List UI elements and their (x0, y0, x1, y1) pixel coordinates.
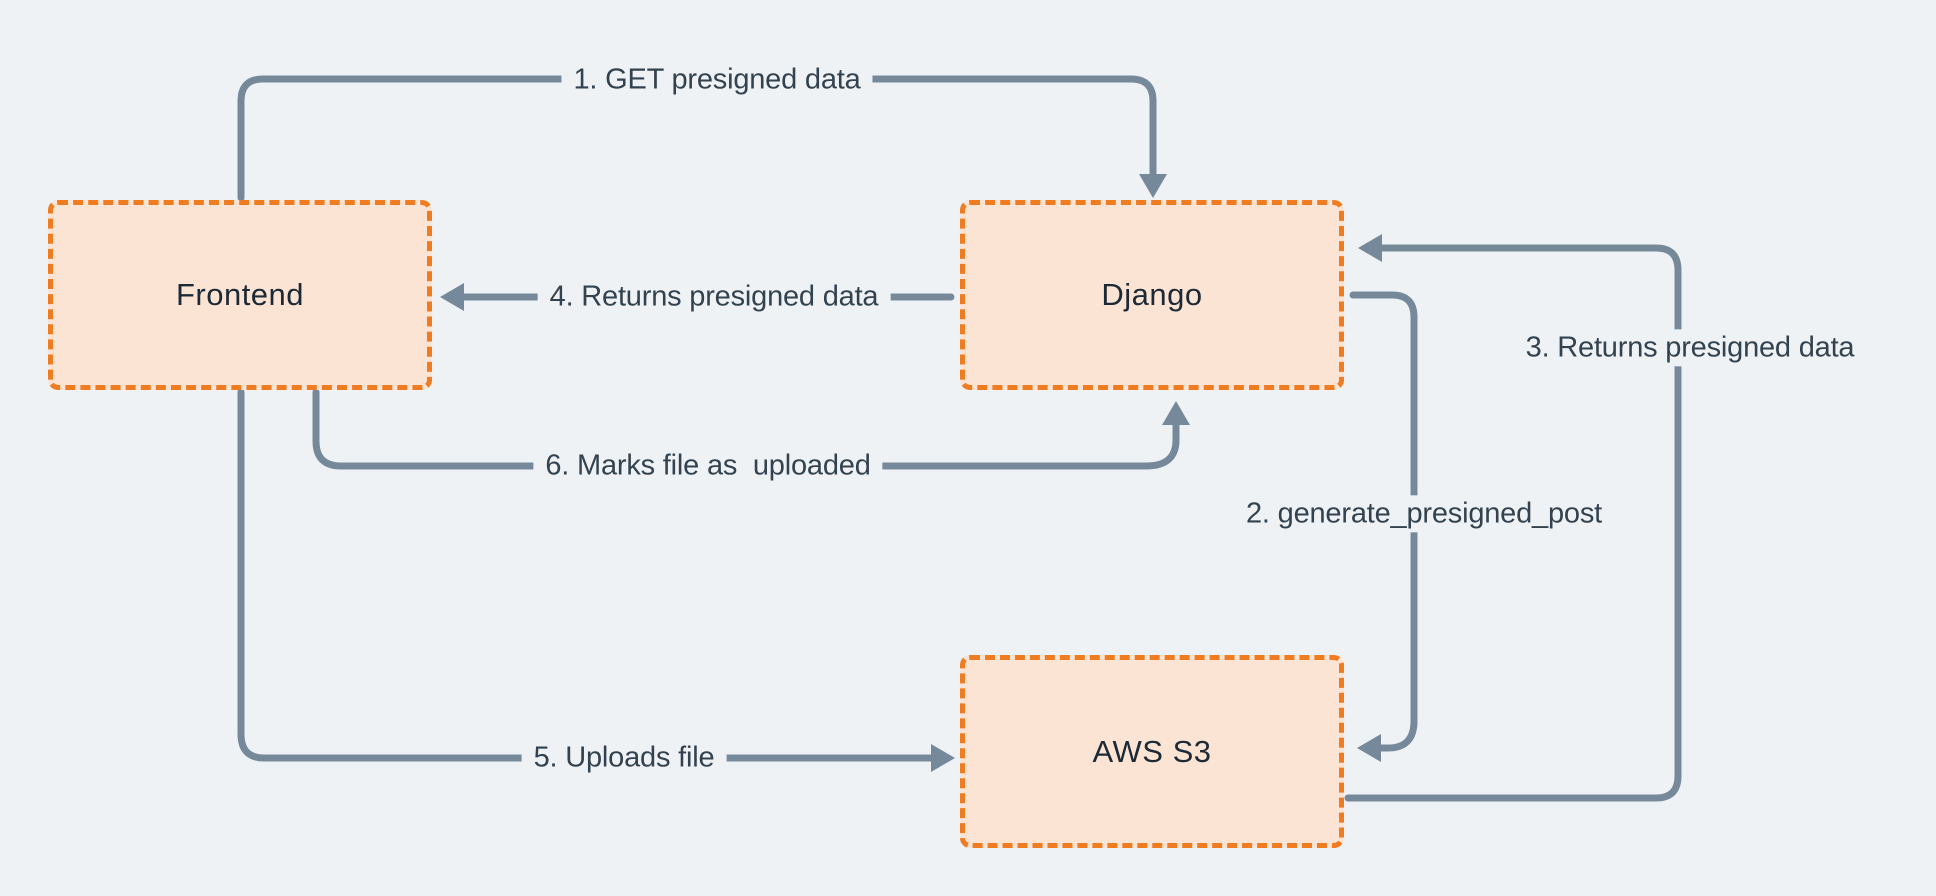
arrow-5-uploads-file (237, 388, 937, 762)
edge-label-1-get-presigned-data: 1. GET presigned data (561, 61, 873, 99)
arrow-3-returns-presigned-data (1344, 244, 1682, 802)
node-aws-s3-label: AWS S3 (1092, 733, 1212, 769)
node-django: Django (960, 200, 1344, 390)
arrowhead-4-left-icon (440, 283, 464, 311)
edge-label-5-uploads-file: 5. Uploads file (521, 739, 727, 777)
arrowhead-1-down-icon (1139, 174, 1167, 198)
edge-label-3-returns-presigned-data: 3. Returns presigned data (1513, 329, 1867, 367)
edge-label-6-marks-file-uploaded: 6. Marks file as uploaded (533, 447, 883, 485)
node-frontend-label: Frontend (175, 277, 305, 312)
arrowhead-6-up-icon (1162, 401, 1190, 425)
node-django-label: Django (1101, 277, 1203, 312)
node-aws-s3: AWS S3 (960, 655, 1344, 848)
arrowhead-3-left-icon (1358, 234, 1382, 262)
edge-label-4-returns-presigned-data: 4. Returns presigned data (537, 278, 891, 316)
arrowhead-5-right-icon (931, 744, 955, 772)
arrowhead-2-left-icon (1357, 734, 1381, 762)
edge-label-2-generate-presigned-post: 2. generate_presigned_post (1234, 495, 1614, 533)
node-frontend: Frontend (48, 200, 432, 390)
